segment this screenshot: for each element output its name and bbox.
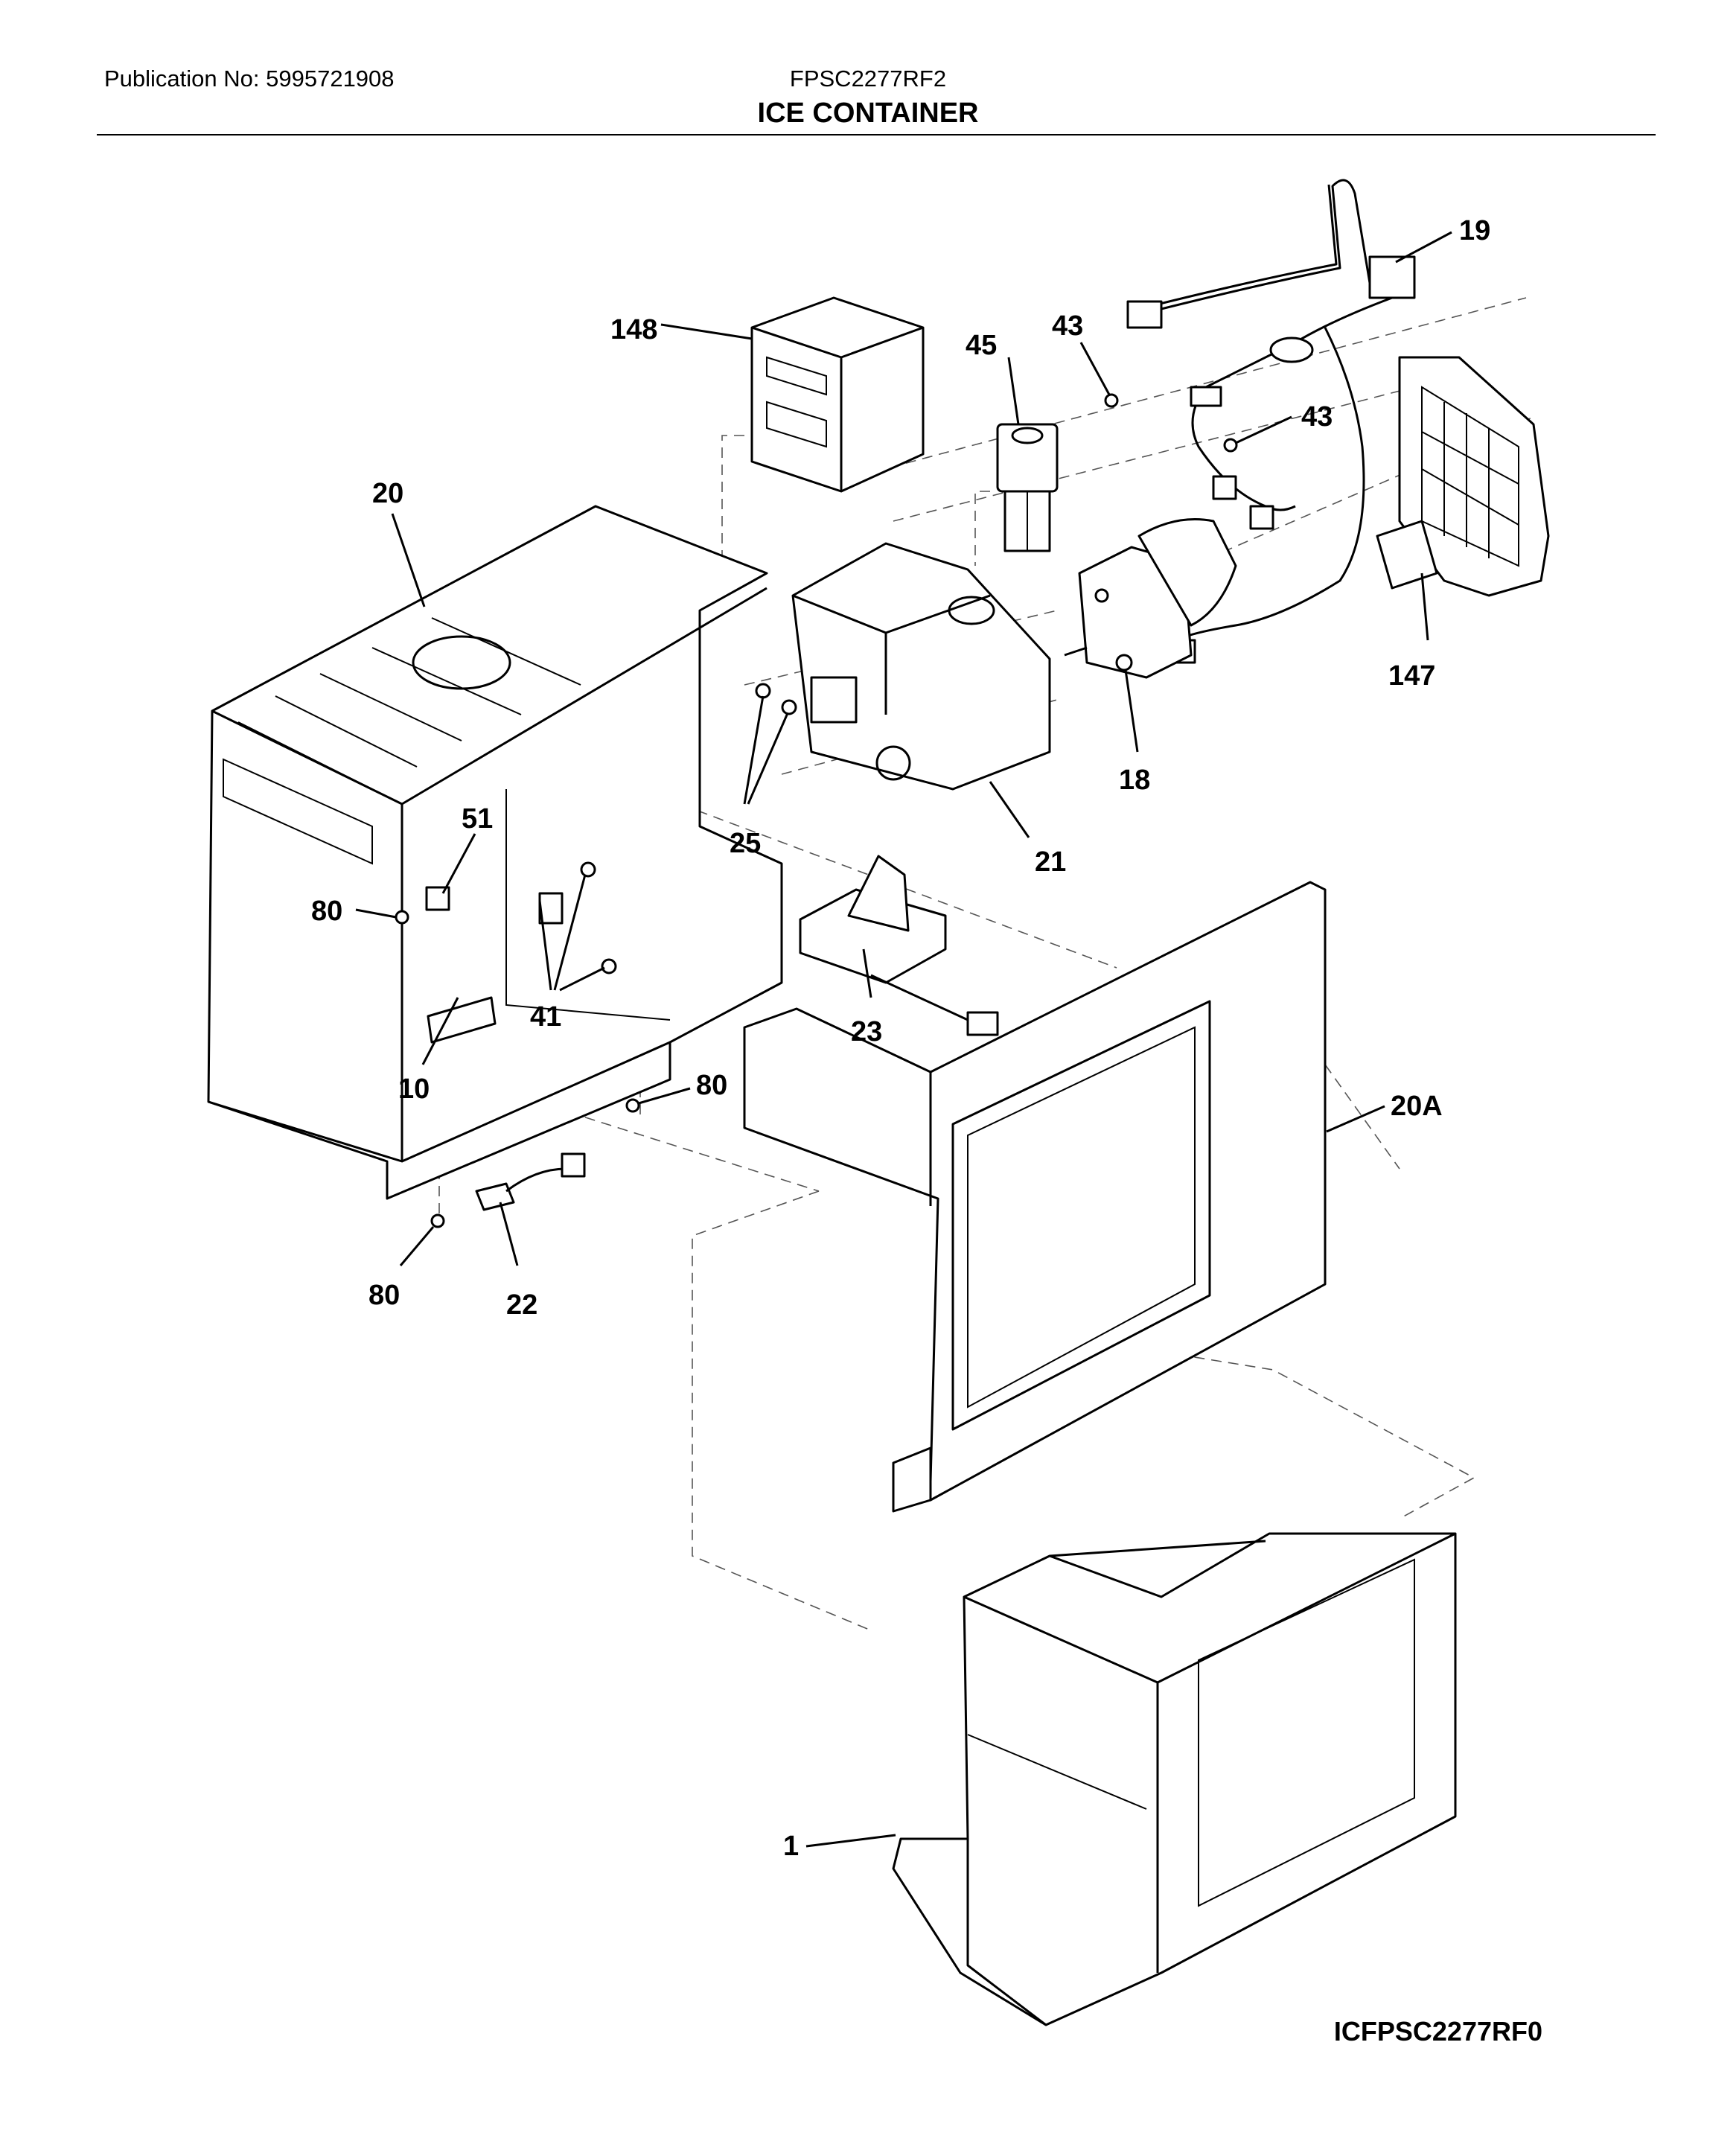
part-43-screw-upper	[1104, 393, 1119, 408]
callout-51: 51	[441, 803, 493, 894]
header-rule	[97, 134, 1656, 135]
callout-20-text: 20	[372, 478, 403, 509]
callout-80-a-text: 80	[311, 896, 342, 927]
part-147-grille	[1376, 356, 1550, 597]
page-title: ICE CONTAINER	[757, 98, 979, 129]
callout-80-a: 80	[311, 896, 397, 927]
callout-21: 21	[989, 781, 1066, 878]
callout-45-text: 45	[966, 330, 997, 361]
callout-1: 1	[783, 1831, 896, 1862]
callout-43-lower-text: 43	[1301, 401, 1333, 433]
publication-number: Publication No: 5995721908	[104, 66, 395, 92]
callout-45: 45	[966, 330, 1020, 425]
part-20-container-frame	[207, 505, 783, 1200]
callout-19: 19	[1395, 215, 1490, 264]
part-21-auger-housing	[791, 542, 1051, 791]
callout-25: 25	[730, 695, 789, 859]
callout-147: 147	[1388, 572, 1435, 692]
callout-18-text: 18	[1119, 765, 1150, 796]
callout-18: 18	[1119, 669, 1150, 796]
part-1-ice-bucket	[892, 1532, 1457, 2026]
callout-80-b: 80	[638, 1070, 727, 1105]
callout-22: 22	[499, 1202, 537, 1321]
callout-43-lower: 43	[1235, 401, 1333, 444]
callout-80-c-text: 80	[368, 1280, 400, 1311]
part-45-solenoid	[996, 423, 1059, 552]
callout-1-text: 1	[783, 1831, 799, 1862]
part-22-sensor	[475, 1152, 586, 1211]
part-18-auger-motor	[1064, 518, 1237, 679]
callout-148: 148	[610, 314, 753, 345]
callout-25-text: 25	[730, 828, 761, 859]
callout-10-text: 10	[398, 1074, 430, 1105]
callout-23-text: 23	[851, 1016, 882, 1047]
callout-10: 10	[398, 997, 459, 1105]
callout-20: 20	[372, 478, 426, 607]
part-80-screw-a	[395, 910, 409, 925]
callout-23: 23	[851, 948, 882, 1047]
callout-20A-text: 20A	[1391, 1091, 1443, 1122]
callout-147-text: 147	[1388, 660, 1435, 692]
drawing-code: ICFPSC2277RF0	[1333, 2016, 1542, 2047]
callout-21-text: 21	[1035, 846, 1066, 878]
callout-80-c: 80	[368, 1226, 435, 1311]
part-80-screw-b	[625, 1098, 640, 1113]
callout-19-text: 19	[1459, 215, 1490, 246]
part-23-actuator	[799, 855, 999, 1036]
callout-20A: 20A	[1326, 1091, 1443, 1133]
callout-22-text: 22	[506, 1289, 537, 1321]
part-43-screw-lower	[1223, 438, 1238, 453]
part-148-cover	[750, 296, 925, 493]
part-20A-front-frame	[743, 881, 1327, 1513]
callout-43-upper-text: 43	[1052, 310, 1083, 342]
callout-51-text: 51	[462, 803, 493, 835]
callout-80-b-text: 80	[696, 1070, 727, 1101]
part-80-screw-c	[430, 1213, 445, 1228]
callout-148-text: 148	[610, 314, 657, 345]
callout-41: 41	[530, 874, 605, 1033]
callout-43-upper: 43	[1052, 310, 1111, 395]
callout-41-text: 41	[530, 1001, 561, 1033]
model-number: FPSC2277RF2	[789, 66, 947, 92]
